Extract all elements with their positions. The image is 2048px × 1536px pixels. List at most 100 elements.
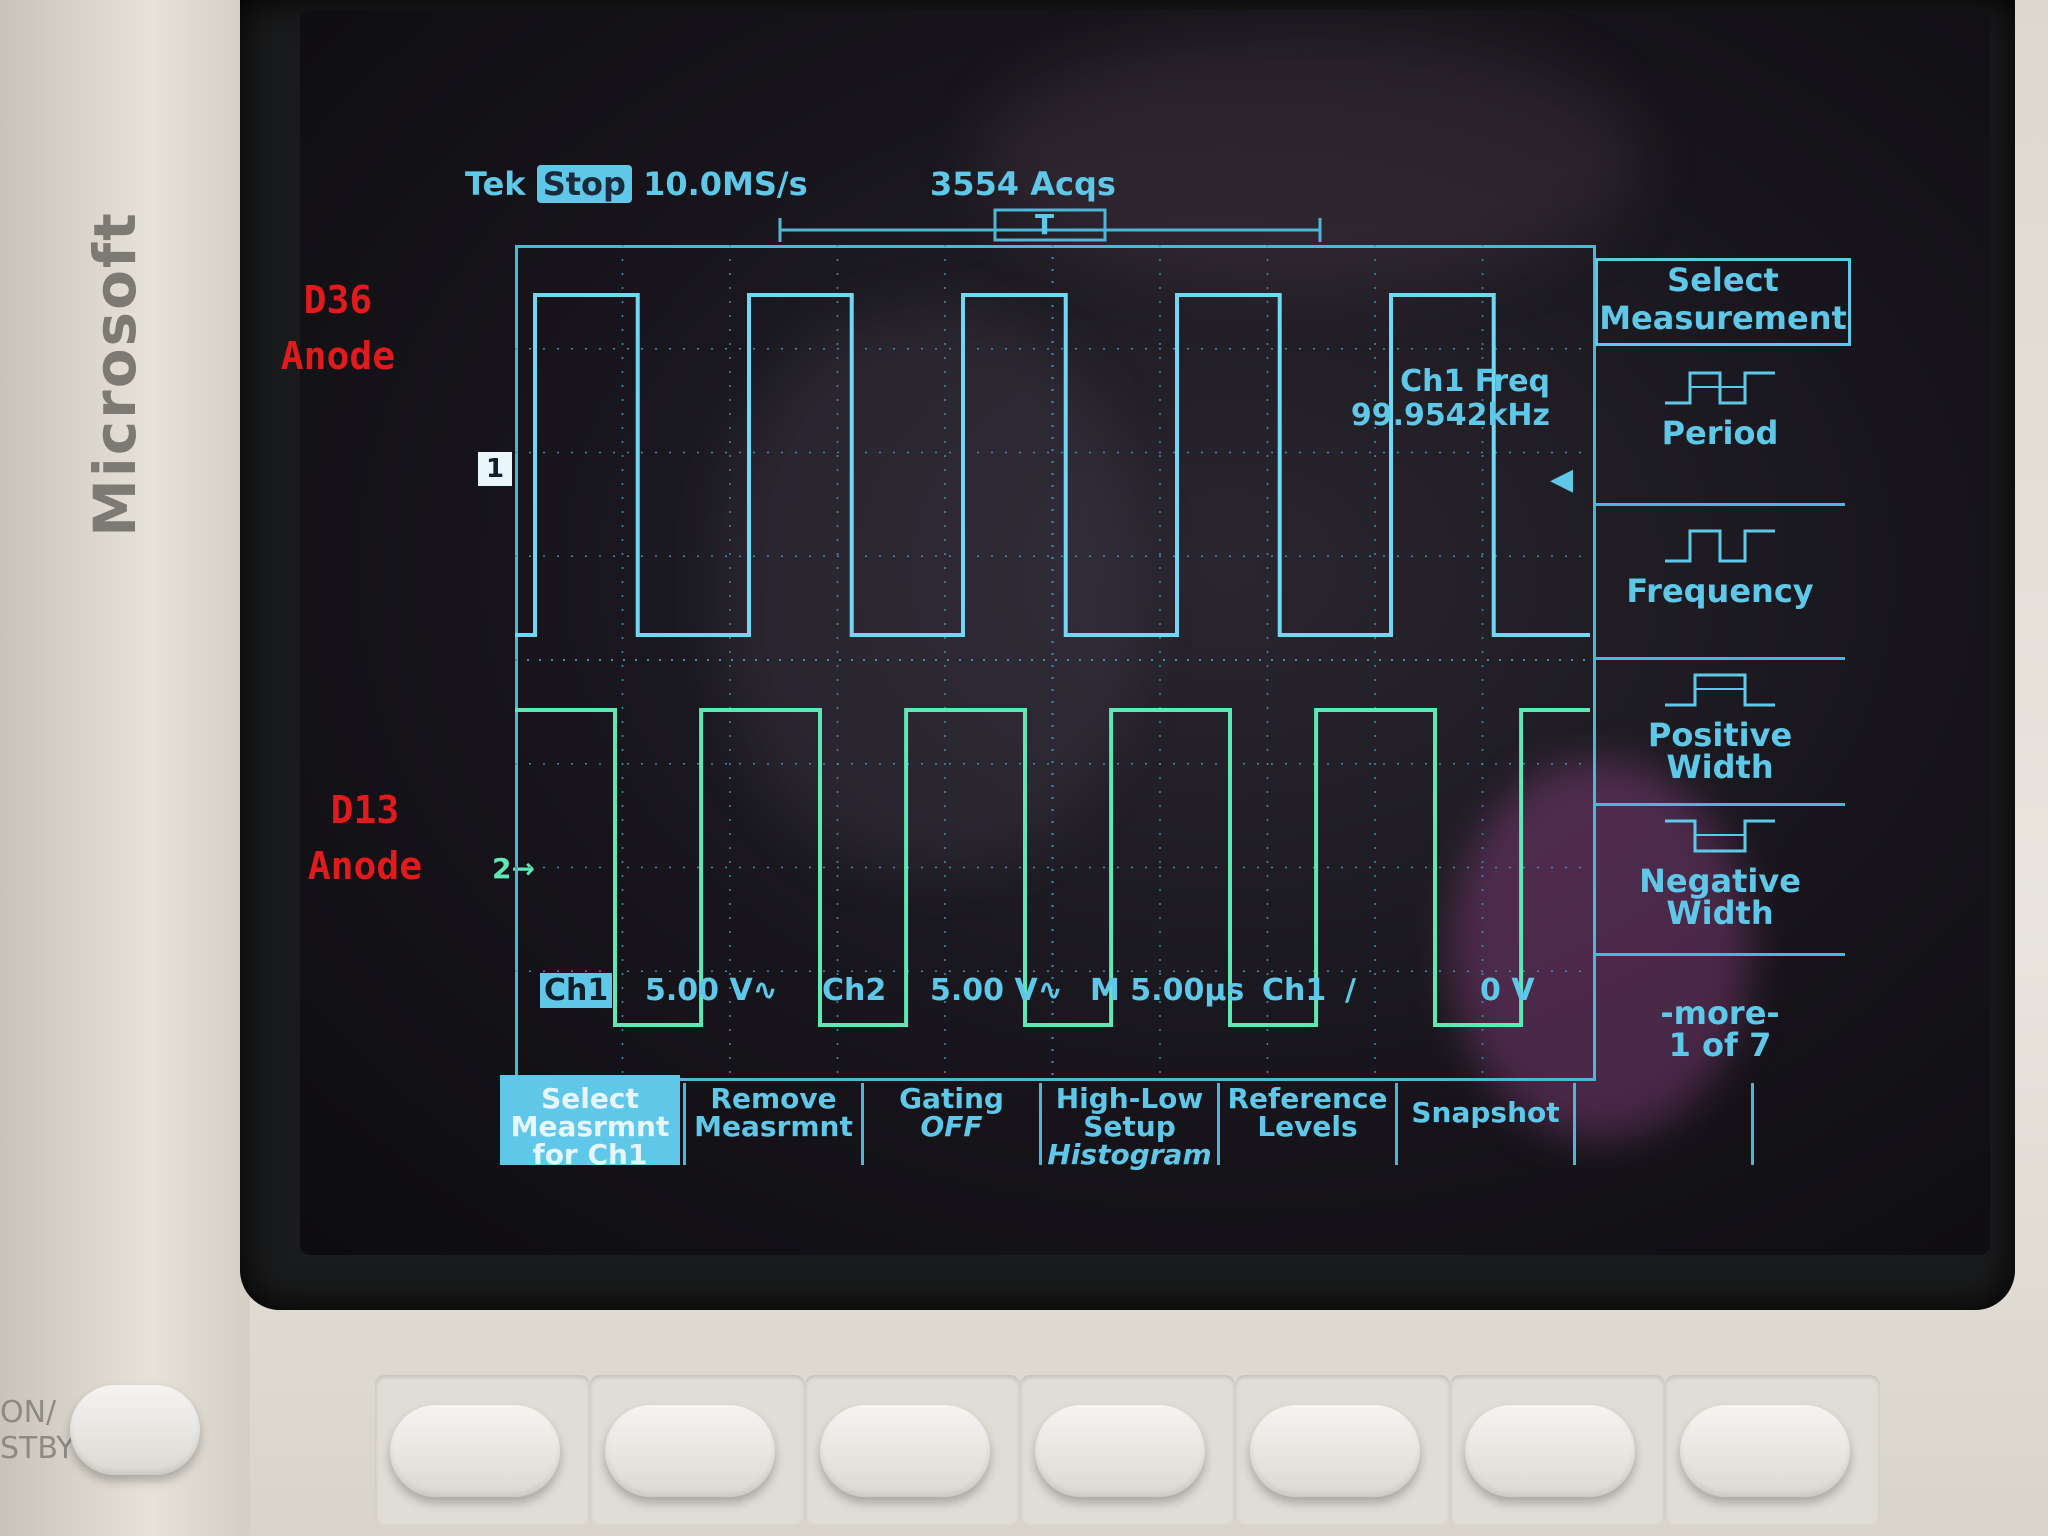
frequency-label: Frequency	[1626, 572, 1814, 610]
softkey-line: OFF	[920, 1110, 983, 1143]
softkey-line: Snapshot	[1411, 1096, 1560, 1129]
trigger-level: 0 V	[1480, 973, 1535, 1008]
softkey-divider	[1395, 1083, 1398, 1165]
side-menu-title-line2: Measurement	[1599, 299, 1847, 337]
side-menu-item-positive-width[interactable]: Positive Width	[1590, 667, 1850, 783]
ch1-trace	[515, 293, 1590, 637]
softkey-menu: Select Measrmnt for Ch1 Remove Measrmnt …	[500, 1075, 1760, 1169]
screen-reflection	[1450, 760, 1750, 1140]
softkey-empty[interactable]	[1576, 1075, 1751, 1165]
side-menu-title: Select Measurement	[1595, 258, 1851, 346]
softkey-line: Reference	[1227, 1082, 1388, 1115]
negative-width-icon	[1665, 819, 1775, 853]
ch1-ground-marker[interactable]: 1	[478, 452, 512, 486]
bezel-button-row	[375, 1375, 1880, 1525]
softkey-remove-measrmnt[interactable]: Remove Measrmnt	[686, 1075, 861, 1165]
softkey-line: Setup	[1083, 1110, 1176, 1143]
ch1-annotation: D36 Anode	[248, 272, 428, 384]
softkey-divider	[1573, 1083, 1576, 1165]
side-menu-divider	[1595, 803, 1845, 806]
softkey-snapshot[interactable]: Snapshot	[1398, 1075, 1573, 1165]
softkey-line: Levels	[1257, 1110, 1358, 1143]
acquisition-state-badge: Stop	[536, 165, 632, 203]
positive-width-icon	[1665, 673, 1775, 707]
softkey-select-measrmnt[interactable]: Select Measrmnt for Ch1	[500, 1075, 680, 1169]
softkey-line: High-Low	[1055, 1082, 1204, 1115]
more-page-indicator: 1 of 7	[1668, 1026, 1772, 1064]
softkey-divider	[683, 1083, 686, 1165]
softkey-line: Measrmnt	[510, 1110, 670, 1143]
sample-rate: 10.0MS/s	[643, 165, 808, 203]
ch1-readout-label: Ch1	[540, 973, 613, 1008]
ch2-annotation: D13 Anode	[275, 782, 455, 894]
bezel-button-7[interactable]	[1680, 1405, 1850, 1497]
ch1-annotation-line1: D36	[303, 278, 373, 322]
softkey-high-low-setup[interactable]: High-Low Setup Histogram	[1042, 1075, 1217, 1169]
status-brand: Tek Stop 10.0MS/s	[465, 165, 808, 205]
side-menu-item-more[interactable]: -more- 1 of 7	[1590, 997, 1850, 1061]
measurement-readout: Ch1 Freq 99.9542kHz	[1340, 365, 1550, 433]
bezel-button-2[interactable]	[605, 1405, 775, 1497]
positive-width-label-line2: Width	[1666, 748, 1774, 786]
trigger-marker-label: T	[1035, 208, 1055, 241]
ch1-annotation-line2: Anode	[280, 334, 396, 378]
softkey-divider	[1039, 1083, 1042, 1165]
trigger-position-bracket	[778, 208, 1322, 242]
softkey-divider	[1751, 1083, 1754, 1165]
ch1-marker-label: 1	[485, 454, 505, 484]
oscilloscope-screen	[300, 10, 1990, 1255]
power-label-line1: ON/	[0, 1395, 57, 1430]
negative-width-label-line2: Width	[1666, 894, 1774, 932]
negative-width-label-line1: Negative	[1639, 862, 1801, 900]
ch2-scale: 5.00 V∿	[930, 973, 1063, 1008]
ch2-annotation-line1: D13	[330, 788, 400, 832]
side-menu-item-frequency[interactable]: Frequency	[1590, 523, 1850, 607]
bezel-button-1[interactable]	[390, 1405, 560, 1497]
bezel-button-5[interactable]	[1250, 1405, 1420, 1497]
softkey-line: for Ch1	[532, 1138, 648, 1171]
period-label: Period	[1661, 414, 1779, 452]
ch1-scale: 5.00 V∿	[645, 973, 778, 1008]
side-menu-divider	[1595, 657, 1845, 660]
softkey-gating[interactable]: Gating OFF	[864, 1075, 1039, 1165]
trigger-slope-icon: ∕	[1345, 973, 1356, 1008]
softkey-line: Measrmnt	[694, 1110, 853, 1143]
power-button[interactable]	[70, 1385, 200, 1475]
more-label: -more-	[1660, 994, 1780, 1032]
trigger-source: Ch1	[1262, 973, 1327, 1008]
frequency-icon	[1665, 529, 1775, 563]
power-label-line2: STBY	[0, 1431, 75, 1466]
side-menu-divider	[1595, 503, 1845, 506]
timebase: M 5.00µs	[1090, 973, 1245, 1008]
tek-label: Tek	[465, 165, 526, 203]
ch2-readout-label: Ch2	[822, 973, 887, 1008]
side-menu: Period Frequency Positive Width Negative…	[1590, 245, 1850, 1085]
side-menu-item-period[interactable]: Period	[1590, 365, 1850, 449]
trigger-level-arrow: ◀	[1550, 462, 1574, 497]
softkey-divider	[1217, 1083, 1220, 1165]
side-menu-title-line1: Select	[1667, 261, 1779, 299]
acquisition-count: 3554 Acqs	[930, 165, 1116, 203]
left-side-panel: Microsoft	[0, 0, 250, 1536]
measurement-value: 99.9542kHz	[1350, 398, 1550, 433]
side-menu-item-negative-width[interactable]: Negative Width	[1590, 813, 1850, 929]
brand-label: Microsoft	[80, 211, 149, 537]
period-icon	[1665, 371, 1775, 405]
ch2-marker-label: 2	[492, 852, 512, 885]
measurement-title: Ch1 Freq	[1400, 364, 1550, 399]
bezel-button-6[interactable]	[1465, 1405, 1635, 1497]
ch2-trace	[515, 708, 1590, 1027]
bezel-button-3[interactable]	[820, 1405, 990, 1497]
power-label: ON/ STBY	[0, 1395, 75, 1467]
side-menu-divider	[1595, 953, 1845, 956]
softkey-line: Histogram	[1047, 1138, 1212, 1171]
softkey-line: Remove	[710, 1082, 837, 1115]
softkey-reference-levels[interactable]: Reference Levels	[1220, 1075, 1395, 1165]
bezel-button-4[interactable]	[1035, 1405, 1205, 1497]
ch2-annotation-line2: Anode	[307, 844, 423, 888]
softkey-line: Gating	[899, 1082, 1004, 1115]
softkey-divider	[861, 1083, 864, 1165]
graticule	[515, 245, 1596, 1081]
waveform-display	[515, 245, 1590, 1075]
screen-reflection	[720, 310, 1140, 870]
